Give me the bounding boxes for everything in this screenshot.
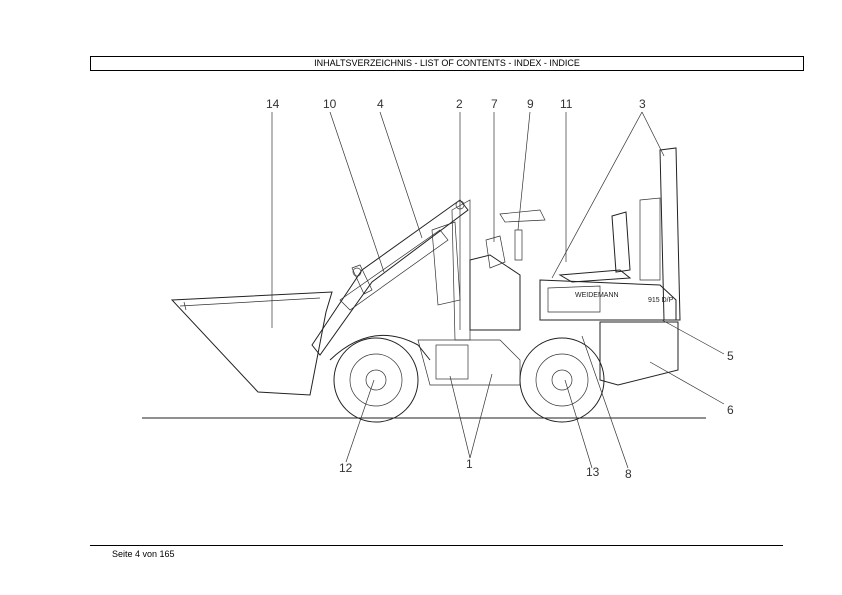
engine-hood: WEIDEMANN 915 D/P [539, 279, 677, 321]
page-header: INHALTSVERZEICHNIS - LIST OF CONTENTS - … [90, 56, 804, 71]
page-number: Seite 4 von 165 [112, 549, 175, 559]
operator-column [469, 209, 546, 331]
rear-frame [639, 147, 681, 321]
callout-2: 2 [456, 97, 463, 111]
callout-12: 12 [339, 461, 353, 475]
callout-5: 5 [727, 349, 734, 363]
callout-8: 8 [625, 467, 632, 481]
front-wheel [333, 337, 419, 423]
front-chassis [329, 334, 521, 386]
callout-3: 3 [639, 97, 646, 111]
header-title: INHALTSVERZEICHNIS - LIST OF CONTENTS - … [314, 58, 580, 68]
callout-10: 10 [323, 97, 337, 111]
callout-13: 13 [586, 465, 600, 479]
callout-14: 14 [266, 97, 280, 111]
rear-wheel [519, 337, 605, 423]
model-plate: 915 D/P [648, 297, 674, 304]
seat [558, 211, 632, 283]
boom-arm [311, 199, 471, 356]
callout-1: 1 [466, 457, 473, 471]
callout-11: 11 [560, 97, 573, 111]
callout-9: 9 [527, 97, 534, 111]
callout-4: 4 [377, 97, 384, 111]
callout-6: 6 [727, 403, 734, 417]
callouts: 14 10 4 2 7 9 11 3 5 6 8 13 1 12 [266, 97, 734, 481]
counterweight [599, 321, 679, 386]
brand-text: WEIDEMANN [575, 292, 619, 299]
footer-divider [90, 545, 783, 546]
callout-7: 7 [491, 97, 498, 111]
leader-lines [271, 111, 725, 469]
bucket [170, 291, 333, 396]
